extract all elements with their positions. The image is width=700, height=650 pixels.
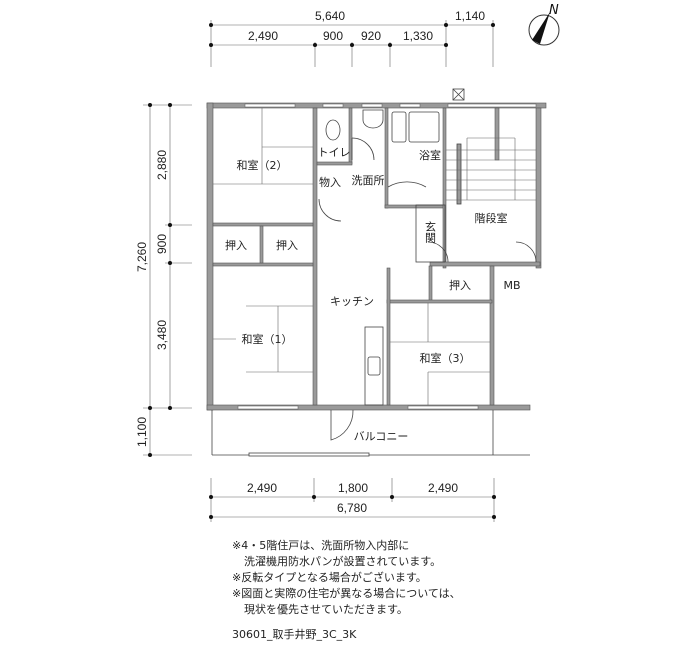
top-dimensions: 5,640 1,140 2,490 900 920 1,330: [209, 9, 495, 67]
room-washitsu-3: 和室（3）: [420, 351, 471, 365]
fixtures: [211, 88, 537, 457]
dim-bottom-seg: 1,800: [338, 481, 368, 495]
room-balcony: バルコニー: [354, 430, 409, 443]
bathtub-icon: [391, 111, 407, 143]
note-line: ※4・5階住戸は、洗面所物入内部に: [232, 539, 410, 552]
note-line: ※反転タイプとなる場合がございます。: [232, 571, 427, 584]
toilet-icon: [325, 119, 341, 141]
room-oshiire: 押入: [449, 278, 471, 292]
walls: [206, 102, 547, 411]
room-mb: MB: [503, 279, 520, 292]
vent-icon: [452, 88, 465, 101]
note-line: ※図面と実際の住宅が異なる場合については、: [232, 587, 461, 600]
notes: ※4・5階住戸は、洗面所物入内部に 洗濯機用防水パンが設置されています。 ※反転…: [232, 538, 461, 618]
dim-top-seg: 2,490: [248, 29, 278, 43]
compass-label: N: [549, 3, 559, 18]
note-line: 現状を優先させていただきます。: [244, 603, 408, 616]
dim-top-right: 1,140: [455, 9, 485, 23]
dim-top-seg: 900: [323, 29, 343, 43]
dim-top-total: 5,640: [315, 9, 345, 23]
dim-left-total: 7,260: [135, 242, 149, 272]
room-washroom: 洗面所: [352, 174, 385, 187]
sink-icon: [367, 356, 381, 376]
washbasin-icon: [362, 109, 384, 129]
room-labels: 和室（2） 押入 押入 和室（1） トイレ 物入 洗面所 浴室 階段室 玄関 押…: [225, 146, 521, 443]
stairs-icon: [446, 137, 536, 201]
room-washitsu-2: 和室（2）: [237, 158, 288, 172]
room-staircase: 階段室: [475, 211, 508, 225]
dim-bottom-seg: 2,490: [428, 481, 458, 495]
left-dimensions: 7,260 2,880 900 3,480 1,100: [135, 103, 192, 457]
dim-left-balcony: 1,100: [135, 417, 149, 447]
room-toilet: トイレ: [318, 146, 351, 159]
dim-left-seg: 2,880: [155, 150, 169, 180]
room-oshiire: 押入: [276, 238, 298, 252]
room-washitsu-1: 和室（1）: [242, 332, 293, 346]
tatami-lines: [213, 108, 490, 405]
room-storage: 物入: [319, 175, 341, 189]
plan-code: 30601_取手井野_3C_3K: [232, 628, 357, 641]
dim-top-seg: 920: [361, 29, 381, 43]
dim-bottom-total: 6,780: [337, 501, 367, 515]
bottom-dimensions: 2,490 1,800 2,490 6,780: [209, 478, 496, 522]
note-line: 洗濯機用防水パンが設置されています。: [244, 555, 442, 568]
dim-left-seg: 3,480: [155, 320, 169, 350]
room-oshiire: 押入: [225, 238, 247, 252]
windows: [237, 103, 537, 410]
dim-left-seg: 900: [155, 234, 169, 254]
dim-top-seg: 1,330: [403, 29, 433, 43]
room-bath: 浴室: [419, 148, 441, 162]
dim-bottom-seg: 2,490: [247, 481, 277, 495]
room-kitchen: キッチン: [330, 295, 374, 308]
room-entrance: 玄関: [424, 220, 437, 243]
north-compass-icon: N: [528, 3, 560, 46]
